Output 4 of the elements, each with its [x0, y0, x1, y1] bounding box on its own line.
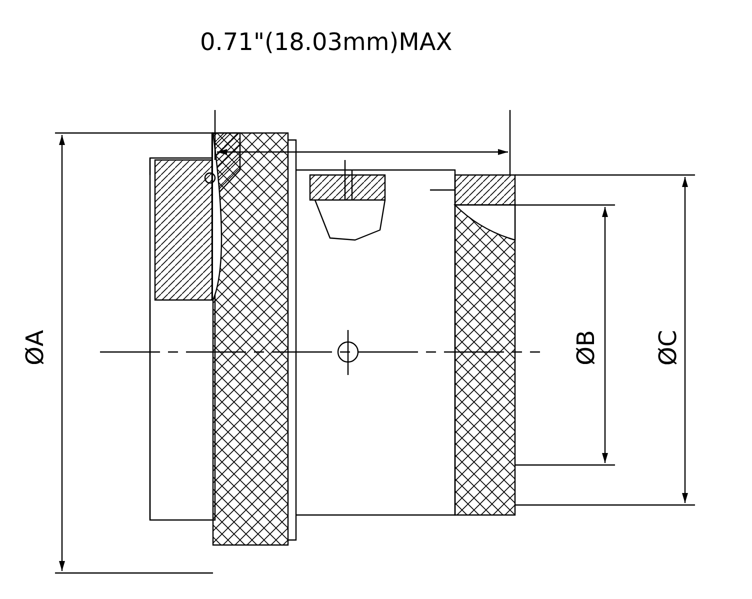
dimension-label: ØA [23, 330, 47, 366]
dimension-label: ØB [574, 330, 598, 366]
dimension-label: ØC [656, 330, 680, 366]
dimension-label: 0.71"(18.03mm)MAX [200, 30, 452, 54]
